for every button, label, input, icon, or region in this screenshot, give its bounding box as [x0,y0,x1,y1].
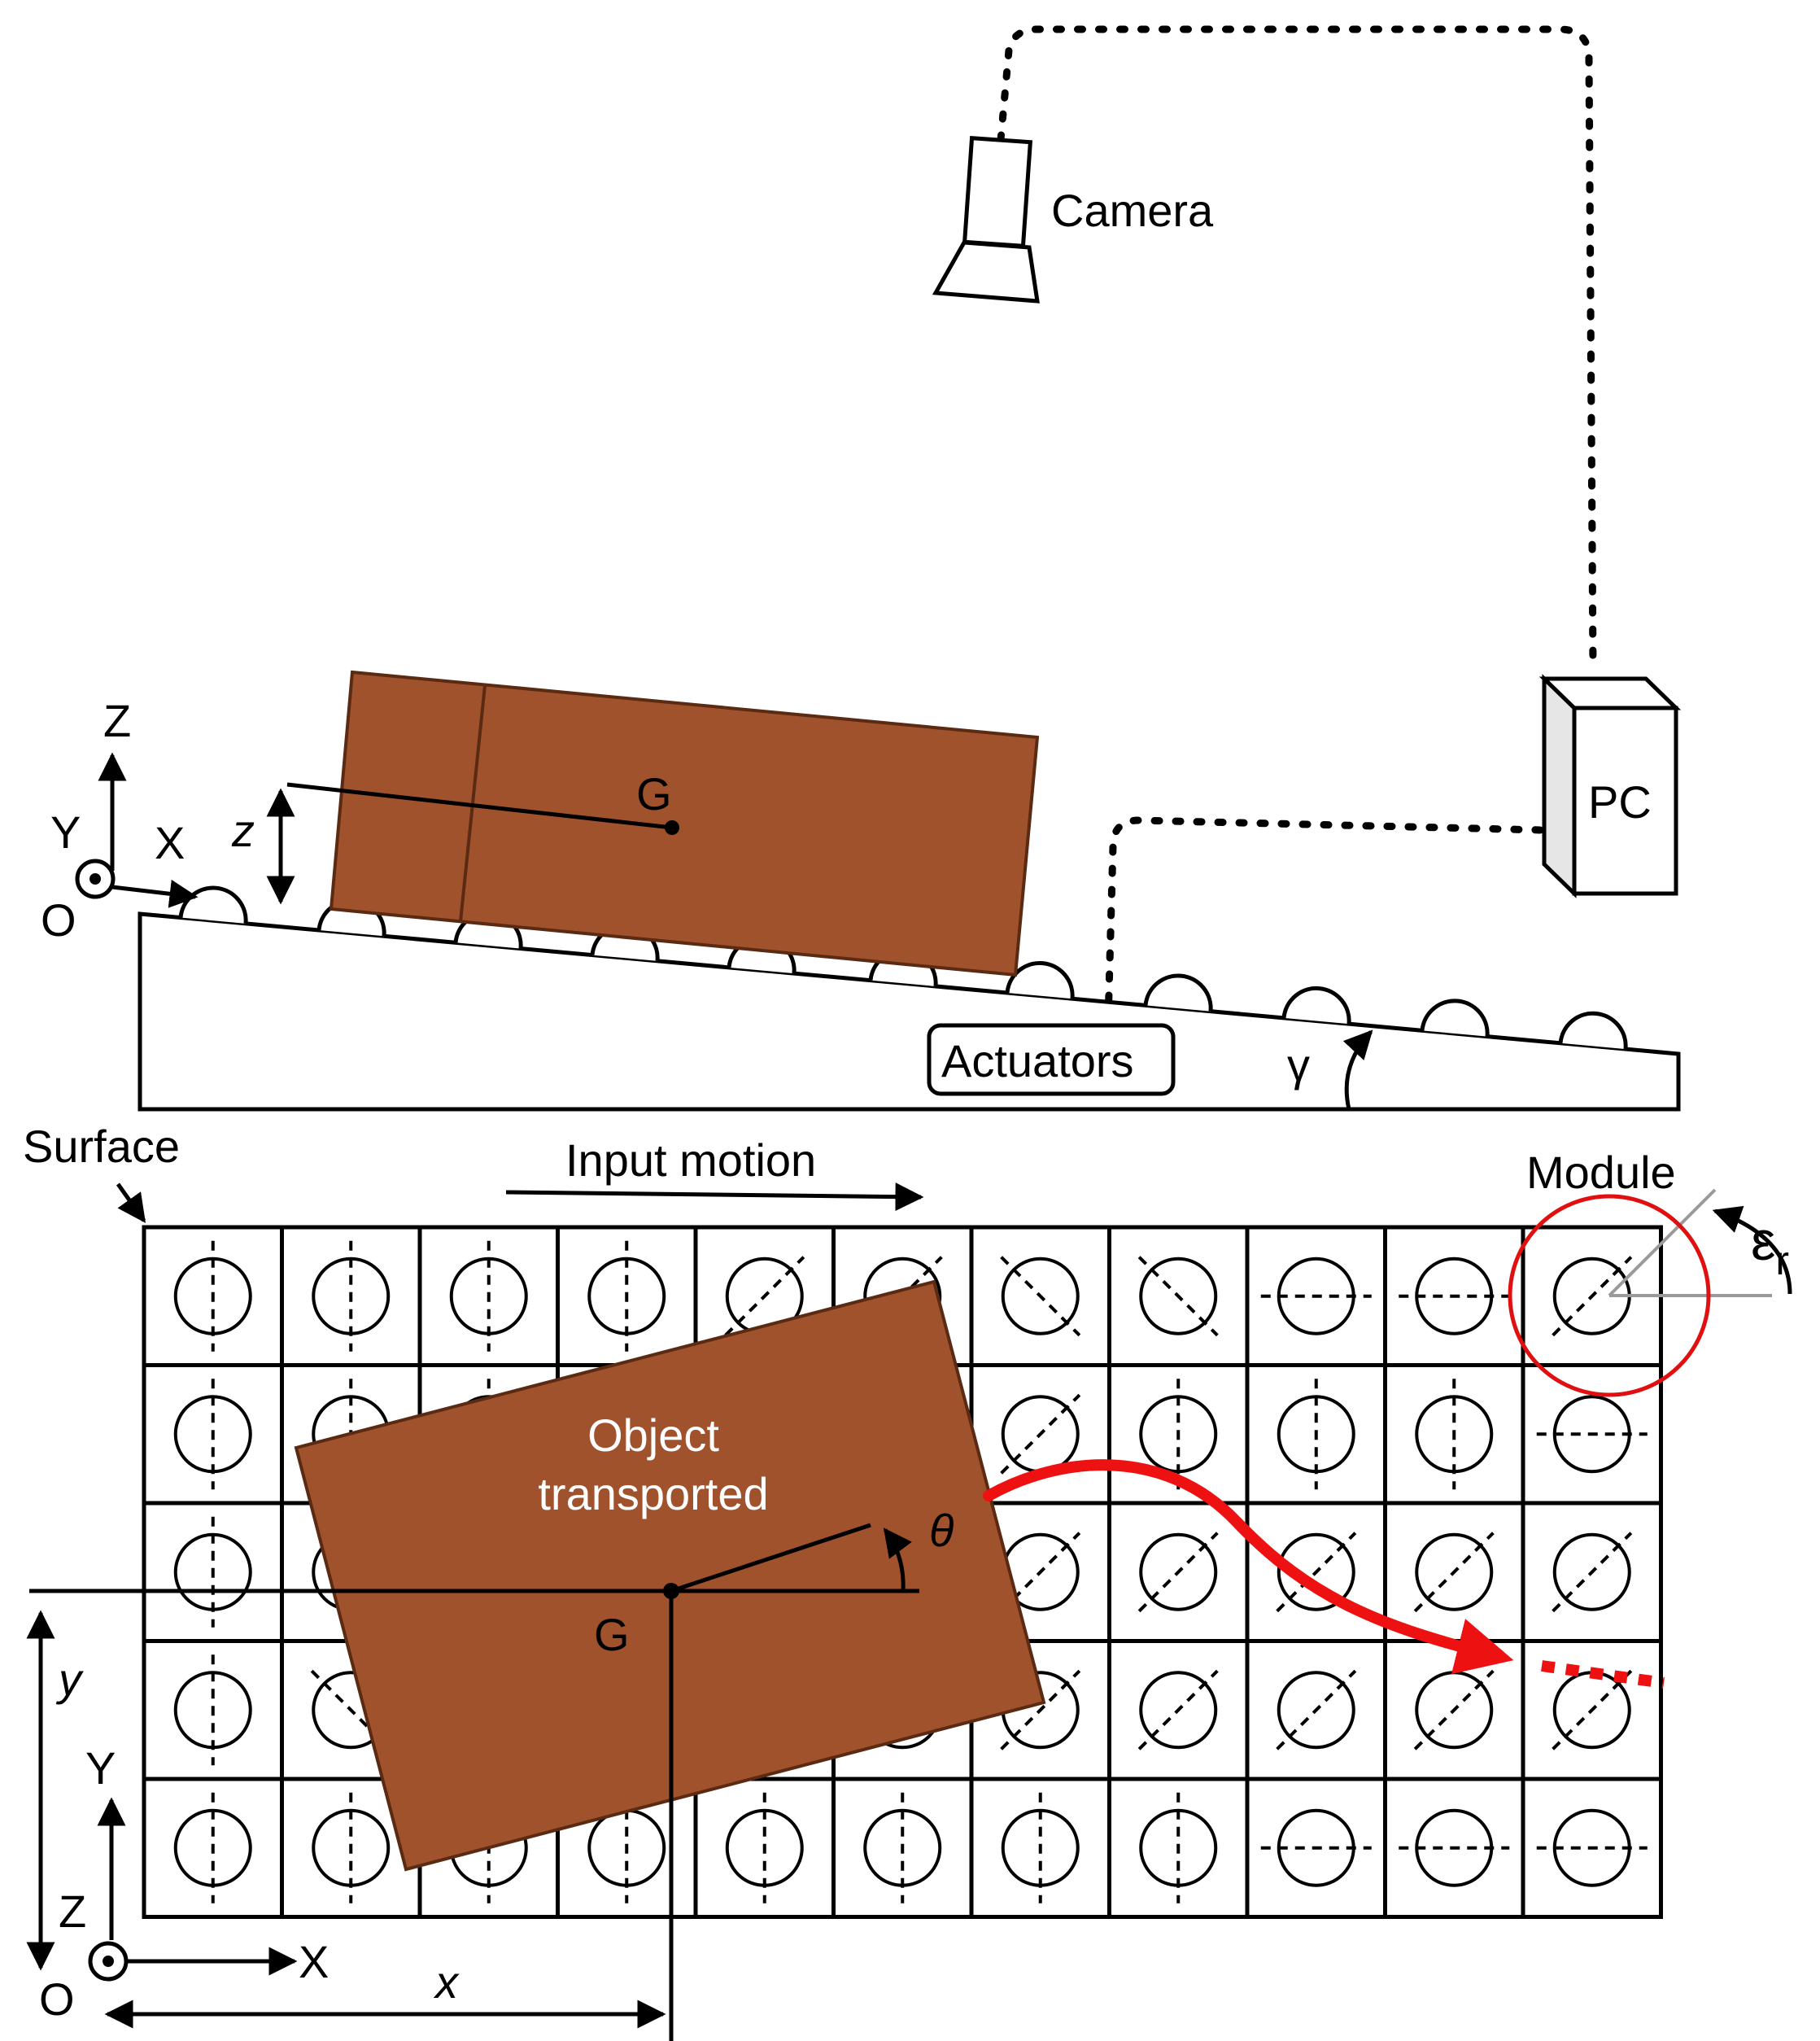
module-orientation-line [1552,1669,1633,1750]
trajectory-continuation [1541,1660,1665,1689]
object-label-line1: Object [587,1409,719,1461]
theta-angle-arrow [883,1527,912,1592]
top-axis-x-label: X [299,1936,329,1987]
gamma-label: γ [1287,1039,1310,1090]
camera-pc-cable [997,25,1597,671]
module-orientation-line [1137,1532,1219,1613]
object-side-view [329,670,1040,977]
side-view: Camera PC G z Actuators γ [41,25,1682,1112]
module-cell [1521,1501,1663,1643]
module-wheel [1552,1532,1631,1611]
trajectory-arrow [983,1459,1514,1675]
actuator-bumps [178,885,1628,1050]
theta-label: θ [929,1505,954,1556]
module-cell [1107,1501,1250,1643]
x-dim-label: x [433,1956,460,2008]
side-axis-z-label: Z [103,695,131,746]
top-axis-origin-label: O [39,1973,75,2025]
actuators-label: Actuators [941,1035,1134,1086]
module-orientation-line [1276,1532,1357,1613]
y-dim-label: y [55,1654,84,1705]
gamma-angle-arrow [1342,1029,1373,1110]
actuator-bump [1558,1011,1628,1050]
actuator-bump [178,885,248,924]
actuator-bump [1420,999,1490,1037]
top-axis-z-label: Z [59,1886,86,1937]
epsilon-label: εr [1751,1210,1789,1283]
object-label-line2: transported [538,1468,768,1519]
input-motion-label: Input motion [565,1134,816,1186]
camera-label: Camera [1051,185,1214,236]
module-orientation-line [1413,1669,1495,1750]
camera-icon [932,135,1040,304]
side-axes [75,752,199,908]
module-orientation-line [724,1256,805,1337]
module-wheel [1139,1671,1218,1750]
epsilon-angle-arrow [1712,1205,1792,1295]
module-highlight [1508,1188,1772,1397]
module-wheel [1277,1671,1355,1750]
module-wheel [1139,1257,1218,1335]
module-orientation-line [1413,1532,1495,1613]
surface-pointer-arrow [116,1182,146,1223]
pc-label: PC [1588,776,1652,828]
module-orientation-line [1000,1256,1081,1337]
module-orientation-line [1000,1669,1081,1750]
top-view: Surface Input motion Module Object trans… [23,1121,1792,2041]
object-top-view [294,1279,1046,1872]
input-motion-arrow [505,1182,924,1212]
z-dim-label: z [231,805,255,856]
g-height-leader [286,782,673,830]
module-orientation-line [1137,1669,1219,1750]
module-orientation-line [1552,1256,1633,1337]
actuator-bump [1281,986,1351,1025]
module-label: Module [1526,1147,1676,1198]
module-orientation-line [1000,1393,1081,1475]
module-orientation-line [1137,1256,1219,1337]
side-axis-y-label: Y [50,806,81,858]
surface-label: Surface [23,1121,180,1172]
module-wheel [1277,1532,1355,1611]
g-label-top: G [594,1609,630,1660]
actuators-pc-cable [1104,816,1546,1025]
module-wheel [1139,1532,1218,1611]
module-wheel [1415,1532,1494,1611]
top-axes [88,1797,298,1982]
side-axis-origin-label: O [41,894,76,946]
object-orientation-line [670,1523,871,1593]
top-axis-y-label: Y [85,1742,116,1794]
module-wheel [1001,1257,1080,1335]
actuator-bump [1143,973,1213,1012]
pc-icon [1538,674,1682,898]
actuator-bump [1005,960,1075,999]
g-point-top [663,1583,679,1599]
actuators-box [927,1023,1176,1096]
module-orientation-line [1276,1669,1357,1750]
module-orientation-line [1552,1532,1633,1613]
side-axis-x-label: X [155,817,185,868]
g-point-side [665,820,679,835]
g-label-side: G [636,768,672,819]
